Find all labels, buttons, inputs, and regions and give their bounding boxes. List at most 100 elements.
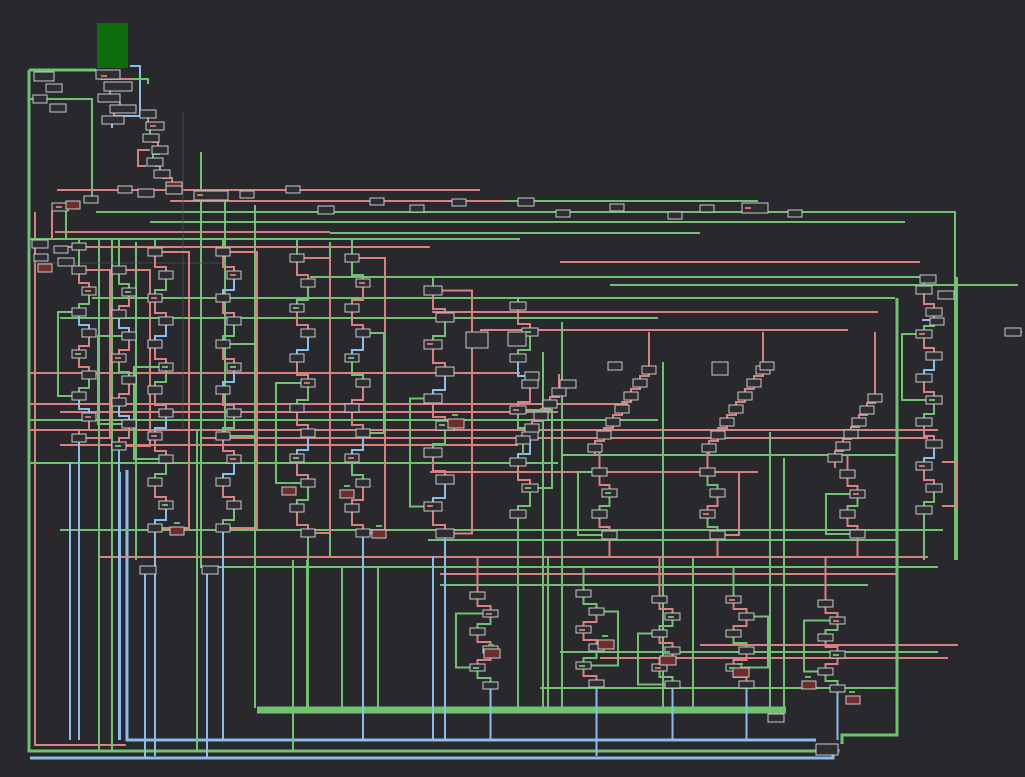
basic-block-node[interactable]	[509, 353, 527, 363]
basic-block-node[interactable]	[57, 257, 75, 267]
basic-block-node[interactable]	[71, 242, 87, 251]
basic-block-node[interactable]	[859, 405, 875, 415]
basic-block-node[interactable]	[587, 443, 603, 453]
entry-block-selected[interactable]	[97, 23, 128, 68]
basic-block-node[interactable]	[469, 591, 486, 600]
basic-block-node[interactable]	[111, 397, 127, 407]
basic-block-node[interactable]	[482, 681, 499, 690]
basic-block-node[interactable]	[117, 185, 133, 194]
basic-block-node[interactable]	[239, 190, 255, 199]
basic-block-node[interactable]	[738, 612, 755, 621]
basic-block-node[interactable]	[147, 385, 163, 395]
basic-block-node[interactable]	[851, 417, 867, 427]
basic-block-node[interactable]	[33, 71, 55, 82]
basic-block-node[interactable]	[71, 307, 87, 317]
basic-block-node[interactable]	[596, 430, 612, 440]
basic-block-node[interactable]	[517, 197, 535, 207]
basic-block-node[interactable]	[725, 629, 742, 638]
basic-block-node[interactable]	[507, 331, 527, 347]
basic-block-node[interactable]	[667, 211, 683, 220]
basic-block-node[interactable]	[215, 339, 231, 349]
basic-block-node-highlighted[interactable]	[483, 648, 501, 659]
basic-block-node[interactable]	[435, 366, 455, 377]
basic-block-node[interactable]	[33, 253, 49, 262]
basic-block-node[interactable]	[97, 93, 121, 103]
basic-block-node[interactable]	[158, 316, 174, 326]
basic-block-node[interactable]	[925, 351, 943, 361]
basic-block-node[interactable]	[369, 197, 385, 206]
basic-block-node[interactable]	[139, 565, 157, 575]
basic-block-node[interactable]	[32, 94, 48, 104]
basic-block-node[interactable]	[641, 365, 657, 375]
basic-block-node[interactable]	[215, 477, 231, 487]
basic-block-node[interactable]	[147, 523, 163, 533]
basic-block-node[interactable]	[509, 509, 527, 519]
basic-block-node[interactable]	[839, 509, 856, 519]
basic-block-node[interactable]	[664, 680, 681, 689]
basic-block-node[interactable]	[344, 403, 360, 413]
basic-block-node[interactable]	[588, 679, 605, 688]
basic-block-node-highlighted[interactable]	[37, 263, 53, 273]
basic-block-node[interactable]	[435, 474, 455, 485]
basic-block-node[interactable]	[614, 404, 630, 414]
basic-block-node[interactable]	[651, 595, 668, 604]
basic-block-node[interactable]	[559, 379, 577, 389]
basic-block-node[interactable]	[226, 316, 242, 326]
basic-block-node[interactable]	[300, 328, 316, 338]
basic-block-node[interactable]	[344, 253, 360, 263]
basic-block-node[interactable]	[591, 467, 608, 477]
basic-block-node[interactable]	[542, 399, 558, 409]
basic-block-node[interactable]	[193, 190, 229, 201]
basic-block-node-highlighted[interactable]	[339, 489, 355, 499]
basic-block-node[interactable]	[215, 385, 231, 395]
basic-block-node[interactable]	[817, 599, 834, 608]
basic-block-node[interactable]	[355, 478, 371, 488]
basic-block-node[interactable]	[664, 646, 681, 655]
basic-block-node[interactable]	[111, 309, 127, 319]
basic-block-node[interactable]	[147, 247, 163, 257]
basic-block-node[interactable]	[300, 478, 316, 488]
basic-block-node[interactable]	[215, 431, 231, 441]
basic-block-node[interactable]	[605, 417, 621, 427]
basic-block-node[interactable]	[81, 328, 97, 338]
basic-block-node[interactable]	[355, 528, 371, 538]
basic-block-node-highlighted[interactable]	[801, 680, 817, 690]
basic-block-node[interactable]	[738, 680, 755, 689]
basic-block-node-highlighted[interactable]	[732, 667, 750, 678]
basic-block-node[interactable]	[317, 205, 335, 215]
basic-block-node[interactable]	[915, 285, 933, 295]
basic-block-node[interactable]	[699, 467, 716, 477]
basic-block-node[interactable]	[937, 290, 955, 300]
basic-block-node[interactable]	[759, 361, 775, 371]
basic-block-node[interactable]	[71, 391, 87, 401]
basic-block-node[interactable]	[709, 530, 726, 540]
basic-block-node[interactable]	[915, 417, 933, 427]
basic-block-node-highlighted[interactable]	[659, 655, 677, 666]
basic-block-node[interactable]	[81, 370, 97, 380]
basic-block-node[interactable]	[45, 83, 63, 93]
basic-block-node[interactable]	[555, 209, 571, 218]
basic-block-node[interactable]	[101, 115, 125, 125]
basic-block-node[interactable]	[601, 530, 618, 540]
basic-block-node[interactable]	[121, 419, 137, 429]
basic-block-node[interactable]	[300, 428, 316, 438]
basic-block-node[interactable]	[701, 443, 717, 453]
basic-block-node[interactable]	[139, 109, 157, 119]
basic-block-node[interactable]	[843, 429, 859, 439]
basic-block-node[interactable]	[867, 393, 883, 403]
basic-block-node[interactable]	[728, 404, 744, 414]
basic-block-node[interactable]	[741, 202, 769, 214]
basic-block-node[interactable]	[147, 477, 163, 487]
basic-block-node[interactable]	[1004, 327, 1022, 337]
basic-block-node[interactable]	[71, 265, 87, 275]
basic-block-node[interactable]	[817, 633, 834, 642]
basic-block-node[interactable]	[835, 441, 851, 451]
basic-block-node[interactable]	[147, 339, 163, 349]
basic-block-node[interactable]	[137, 188, 155, 198]
basic-block-node-highlighted[interactable]	[597, 639, 615, 650]
basic-block-node[interactable]	[83, 195, 99, 204]
basic-block-node[interactable]	[226, 500, 242, 510]
basic-block-node-highlighted[interactable]	[169, 526, 185, 536]
basic-block-node[interactable]	[919, 274, 937, 284]
